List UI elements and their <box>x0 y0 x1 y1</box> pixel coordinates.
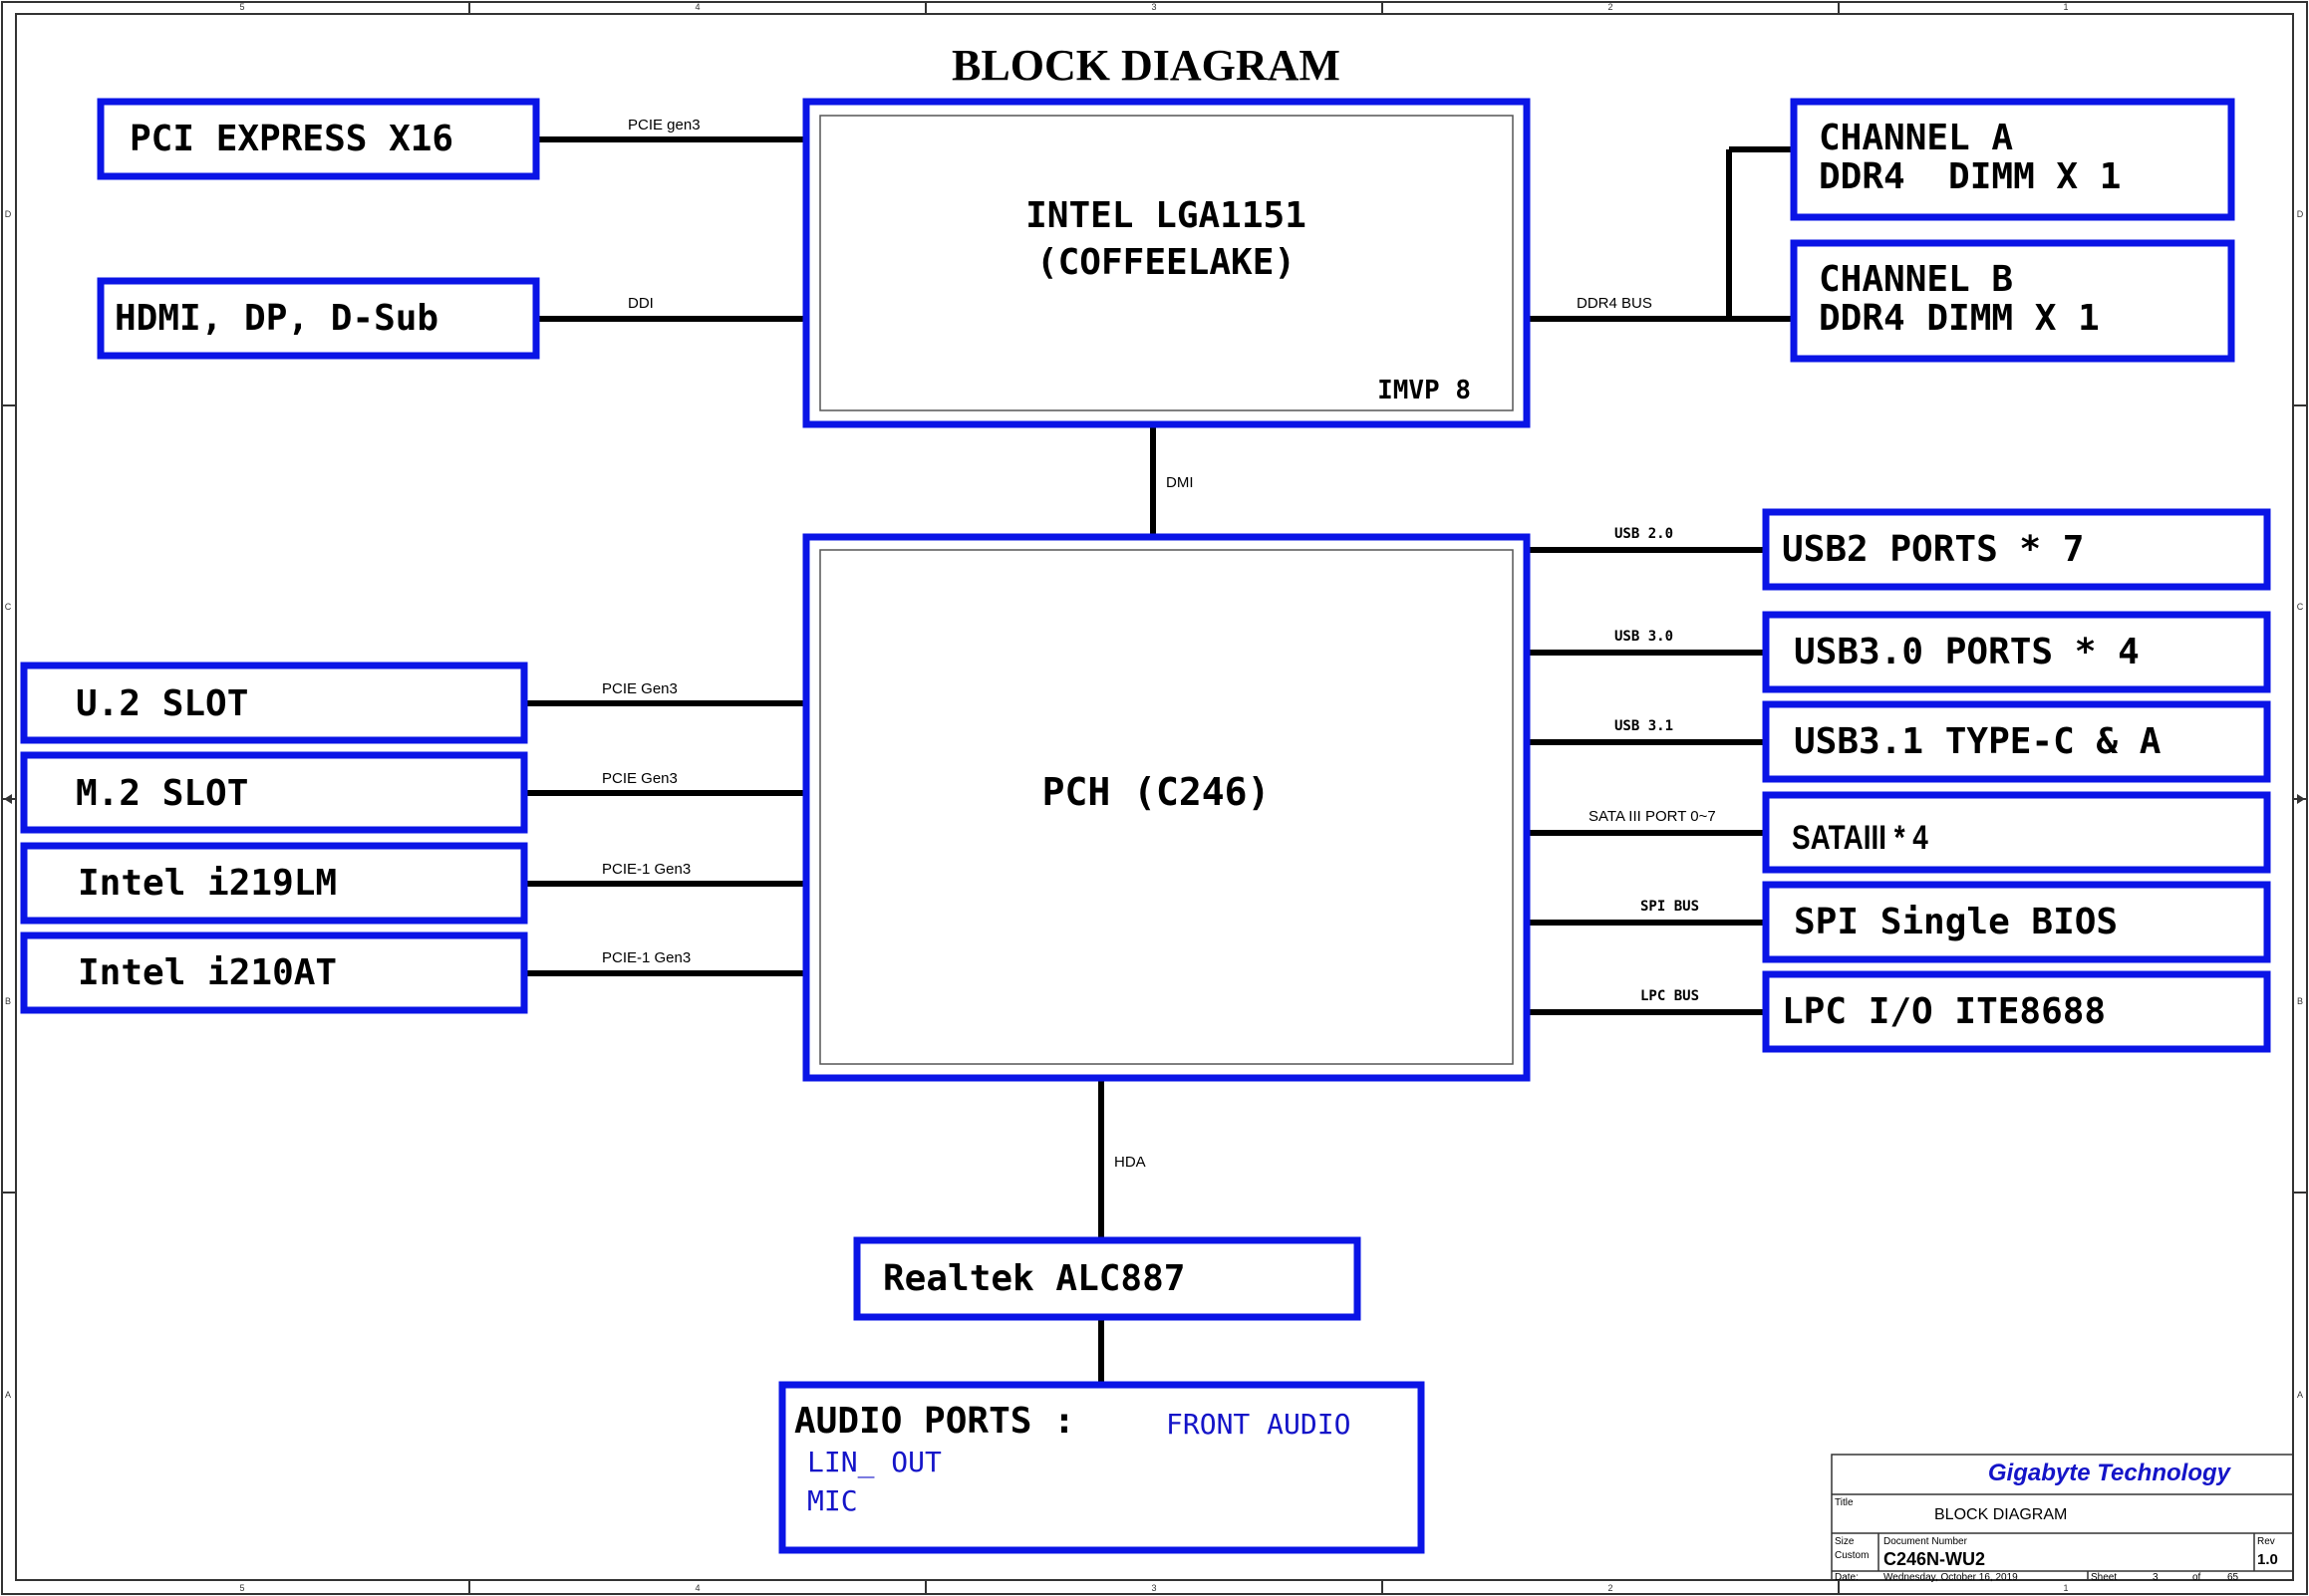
channel-a-title: CHANNEL A <box>1819 118 2013 158</box>
channel-b-title: CHANNEL B <box>1819 259 2013 300</box>
size-value: Custom <box>1835 1550 1869 1561</box>
bus-label-ddr4: DDR4 BUS <box>1577 295 1652 312</box>
zone-top-4: 4 <box>695 2 700 12</box>
size-label: Size <box>1835 1536 1855 1547</box>
display-label: HDMI, DP, D-Sub <box>115 298 438 339</box>
rev-label: Rev <box>2257 1536 2275 1547</box>
doc-number-value: C246N-WU2 <box>1883 1549 1985 1569</box>
zone-top-3: 3 <box>1151 2 1156 12</box>
zone-left-a: A <box>5 1390 11 1400</box>
audio-ports-label: AUDIO PORTS : <box>794 1401 1075 1442</box>
sata-label: SATAIII * 4 <box>1792 818 1928 856</box>
display-block: HDMI, DP, D-Sub <box>97 277 540 360</box>
bus-label-hda: HDA <box>1114 1154 1146 1171</box>
bus-label-m2: PCIE Gen3 <box>602 770 678 787</box>
cpu-codename: (COFFEELAKE) <box>1036 242 1296 283</box>
usb30-block: USB3.0 PORTS * 4 <box>1762 611 2271 693</box>
bus-wires <box>524 136 1794 1385</box>
center-arrow-left <box>4 794 12 804</box>
center-arrow-right <box>2297 794 2305 804</box>
cpu-block: INTEL LGA1151 (COFFEELAKE) IMVP 8 <box>802 98 1531 428</box>
of-value: 65 <box>2227 1572 2239 1583</box>
bus-label-sata: SATA III PORT 0~7 <box>1588 808 1716 825</box>
channel-b-dimm: DDR4 DIMM X 1 <box>1819 298 2100 339</box>
zone-top-1: 1 <box>2063 2 2068 12</box>
usb31-block: USB3.1 TYPE-C & A <box>1762 700 2271 783</box>
audio-codec-block: Realtek ALC887 <box>853 1236 1361 1321</box>
pcie-x16-label: PCI EXPRESS X16 <box>130 119 453 159</box>
bus-label-i219: PCIE-1 Gen3 <box>602 861 691 878</box>
zone-top-2: 2 <box>1607 2 1612 12</box>
audio-codec-label: Realtek ALC887 <box>883 1258 1185 1299</box>
channel-b-block: CHANNEL B DDR4 DIMM X 1 <box>1790 239 2235 363</box>
m2-label: M.2 SLOT <box>76 773 248 814</box>
line-out-label: LIN_ OUT <box>807 1446 942 1479</box>
i210-block: Intel i210AT <box>20 931 528 1014</box>
cpu-name: INTEL LGA1151 <box>1025 195 1306 236</box>
pch-block: PCH (C246) <box>802 533 1531 1082</box>
i219-label: Intel i219LM <box>78 863 337 904</box>
usb31-label: USB3.1 TYPE-C & A <box>1794 721 2162 762</box>
zone-right-c: C <box>2297 602 2304 612</box>
lpc-block: LPC I/O ITE8688 <box>1762 970 2271 1053</box>
i210-label: Intel i210AT <box>78 952 337 993</box>
sheet-value: 3 <box>2153 1572 2159 1583</box>
title-label: Title <box>1835 1497 1854 1508</box>
bus-label-usb20: USB 2.0 <box>1614 526 1673 542</box>
bus-label-usb31: USB 3.1 <box>1614 718 1673 734</box>
zone-right-d: D <box>2297 209 2304 219</box>
zone-right-b: B <box>2297 996 2303 1006</box>
zone-top-5: 5 <box>239 2 244 12</box>
channel-a-block: CHANNEL A DDR4 DIMM X 1 <box>1790 98 2235 221</box>
zone-left-c: C <box>5 602 12 612</box>
title-value: BLOCK DIAGRAM <box>1934 1506 2067 1523</box>
pcie-x16-block: PCI EXPRESS X16 <box>97 98 540 180</box>
i219-block: Intel i219LM <box>20 842 528 925</box>
mic-label: MIC <box>807 1484 858 1517</box>
u2-label: U.2 SLOT <box>76 683 248 724</box>
zone-bottom-5: 5 <box>239 1583 244 1593</box>
usb30-label: USB3.0 PORTS * 4 <box>1794 632 2140 672</box>
zone-right-a: A <box>2297 1390 2303 1400</box>
zone-bottom-1: 1 <box>2063 1583 2068 1593</box>
zone-bottom-2: 2 <box>1607 1583 1612 1593</box>
rev-value: 1.0 <box>2257 1551 2278 1568</box>
company-name: Gigabyte Technology <box>1988 1460 2232 1486</box>
sata-block: SATAIII * 4 <box>1762 791 2271 874</box>
bus-label-lpc: LPC BUS <box>1640 988 1699 1004</box>
bus-label-pcie-gen3-cpu: PCIE gen3 <box>628 117 701 133</box>
spi-label: SPI Single BIOS <box>1794 902 2118 942</box>
date-value: Wednesday, October 16, 2019 <box>1883 1572 2018 1583</box>
front-audio-label: FRONT AUDIO <box>1166 1408 1350 1441</box>
zone-left-d: D <box>5 209 12 219</box>
doc-number-label: Document Number <box>1883 1536 1968 1547</box>
of-label: of <box>2192 1572 2201 1583</box>
bus-label-spi: SPI BUS <box>1640 899 1699 915</box>
bus-label-ddi: DDI <box>628 295 654 312</box>
zone-left-b: B <box>5 996 11 1006</box>
m2-block: M.2 SLOT <box>20 751 528 834</box>
date-label: Date: <box>1835 1572 1859 1583</box>
bus-label-dmi: DMI <box>1166 474 1194 491</box>
bus-label-u2: PCIE Gen3 <box>602 680 678 697</box>
diagram-title: BLOCK DIAGRAM <box>952 41 1340 90</box>
spi-block: SPI Single BIOS <box>1762 881 2271 963</box>
bus-label-usb30: USB 3.0 <box>1614 629 1673 645</box>
pch-name: PCH (C246) <box>1042 770 1271 814</box>
lpc-label: LPC I/O ITE8688 <box>1782 991 2106 1032</box>
usb2-label: USB2 PORTS * 7 <box>1782 529 2084 570</box>
u2-block: U.2 SLOT <box>20 662 528 744</box>
sheet-label: Sheet <box>2091 1572 2117 1583</box>
zone-bottom-4: 4 <box>695 1583 700 1593</box>
bus-label-i210: PCIE-1 Gen3 <box>602 949 691 966</box>
audio-ports-block: AUDIO PORTS : FRONT AUDIO LIN_ OUT MIC <box>778 1381 1425 1554</box>
channel-a-dimm: DDR4 DIMM X 1 <box>1819 156 2121 197</box>
cpu-vr-note: IMVP 8 <box>1377 376 1471 405</box>
title-block <box>1831 1454 2294 1581</box>
usb2-block: USB2 PORTS * 7 <box>1762 508 2271 591</box>
zone-bottom-3: 3 <box>1151 1583 1156 1593</box>
